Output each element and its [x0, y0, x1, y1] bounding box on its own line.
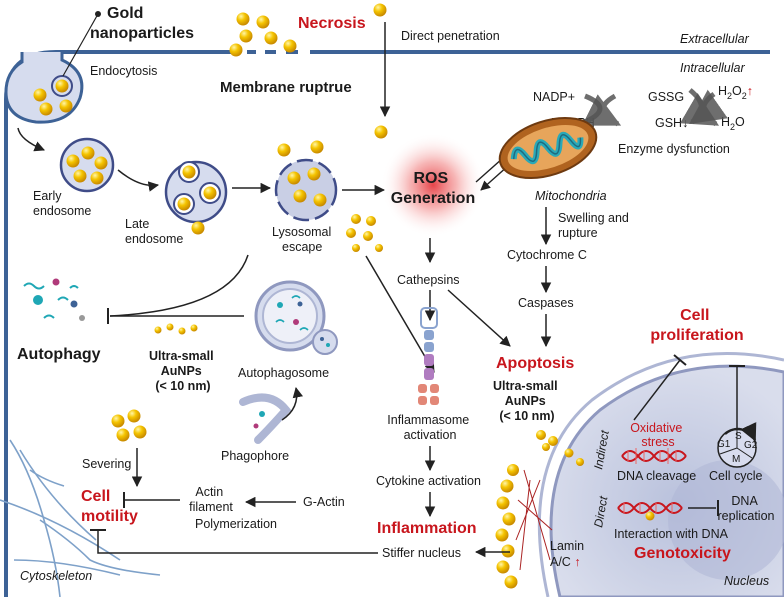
oxidative-inhibits-proliferation — [633, 359, 681, 421]
dna-helix-interaction — [617, 502, 683, 521]
extracellular-label: Extracellular — [680, 32, 750, 46]
indirect-label: Indirect — [591, 429, 612, 471]
nucleus-label: Nucleus — [724, 574, 769, 588]
gssg-label: GSSG — [648, 90, 684, 104]
gold-nanoparticles-label: Gold nanoparticles — [90, 5, 194, 42]
cytoskeleton-fibers — [0, 439, 161, 597]
lysosomal-escape-label: Lysosomal escape — [272, 225, 335, 254]
phagophore-organelle — [239, 393, 292, 444]
lamin-ac-label: Lamin A/C ↑ — [550, 539, 588, 569]
ultra-small-aunps-label-left: Ultra-small AuNPs (< 10 nm) — [149, 349, 217, 393]
autophagy-label: Autophagy — [17, 346, 101, 363]
cell-cycle-m: M — [732, 454, 740, 465]
lysosome — [274, 140, 338, 222]
cytokine-activation-label: Cytokine activation — [376, 474, 481, 488]
nucleus — [537, 351, 784, 597]
intracellular-label: Intracellular — [680, 61, 745, 75]
released-gold-particles — [346, 214, 383, 252]
stiffer-nucleus-inhibits-motility — [97, 530, 378, 554]
cathepsins-to-apoptosis-arrow — [447, 289, 511, 347]
nuclear-envelope-gold — [495, 430, 584, 589]
severing-label: Severing — [82, 457, 131, 471]
interaction-with-dna-label: Interaction with DNA — [614, 527, 729, 541]
cell-cycle-s: S — [735, 431, 742, 442]
endocytosis-to-early-arrow — [17, 127, 45, 152]
nadp-plus-label: NADP+ — [533, 90, 575, 104]
ros-glow — [381, 133, 485, 237]
polymerization-label: Polymerization — [195, 517, 277, 531]
mitochondria-label: Mitochondria — [535, 189, 607, 203]
endocytosis-label: Endocytosis — [90, 64, 157, 78]
phagophore-to-autophagosome-arrow — [281, 386, 303, 421]
autophagosome-label: Autophagosome — [238, 366, 329, 380]
late-endosome — [164, 160, 228, 235]
membrane-rupture-label: Membrane ruptrue — [220, 79, 352, 96]
phagophore-label: Phagophore — [221, 449, 289, 463]
swelling-rupture-label: Swelling and rupture — [558, 211, 632, 240]
caspases-label: Caspases — [518, 296, 574, 310]
ultra-small-particles-left — [154, 323, 198, 335]
oxidative-stress-label: Oxidative stress — [630, 421, 686, 449]
necrosis-label: Necrosis — [298, 15, 366, 32]
h2o-label: H2O — [721, 115, 745, 132]
inflammasome-complex — [418, 307, 439, 405]
ultra-small-aunps-label-right: Ultra-small AuNPs (< 10 nm) — [493, 379, 561, 423]
h2o2-label: H2O2↑ — [718, 84, 753, 101]
actin-filament-label: Actin filament — [189, 485, 233, 514]
lysosome-inhibits-autophagy — [109, 254, 249, 317]
apoptosis-label: Apoptosis — [496, 355, 574, 372]
cell-cycle-diagram — [717, 422, 757, 468]
lysosome-to-inflammasome-arrow — [365, 255, 435, 373]
cell-cycle-g1: G1 — [717, 439, 731, 450]
cell-motility-label: Cell motility — [81, 488, 138, 525]
inflammasome-activation-label: Inflammasome activation — [387, 413, 472, 442]
genotoxicity-label: Genotoxicity — [634, 545, 731, 562]
dna-helix-cleavage — [621, 448, 687, 464]
gold-particles-cytoskeleton — [111, 409, 147, 442]
direct-penetration-label: Direct penetration — [401, 29, 500, 43]
enzyme-dysfunction-label: Enzyme dysfunction — [618, 142, 730, 156]
cell-cycle-g2: G2 — [744, 440, 758, 451]
direct-label: Direct — [591, 495, 610, 529]
ros-generation-label: ROS Generation — [391, 170, 475, 207]
autophagy-icon — [23, 278, 85, 321]
cathepsins-label: Cathepsins — [397, 273, 460, 287]
cell-cycle-label: Cell cycle — [709, 469, 763, 483]
late-endosome-label: Late endosome — [125, 217, 183, 246]
stiffer-nucleus-label: Stiffer nucleus — [382, 546, 461, 560]
mitochondria-organelle — [498, 117, 598, 179]
extracellular-gold-particles — [229, 3, 388, 139]
cell-proliferation-label: Cell proliferation — [650, 307, 743, 344]
cytoskeleton-label: Cytoskeleton — [20, 569, 92, 583]
early-endosome-label: Early endosome — [33, 189, 91, 218]
dna-cleavage-label: DNA cleavage — [617, 469, 696, 483]
cytochrome-c-label: Cytochrome C — [507, 248, 587, 262]
autophagosome-organelle — [254, 280, 338, 355]
g-actin-label: G-Actin — [303, 495, 345, 509]
early-endosome — [59, 137, 115, 193]
gsh-label: GSH↓ — [655, 116, 688, 130]
endocytosis-vesicle — [4, 11, 101, 124]
inflammation-label: Inflammation — [377, 520, 477, 537]
early-to-late-arrow — [117, 169, 160, 192]
dna-replication-label: DNA replication — [718, 494, 775, 523]
